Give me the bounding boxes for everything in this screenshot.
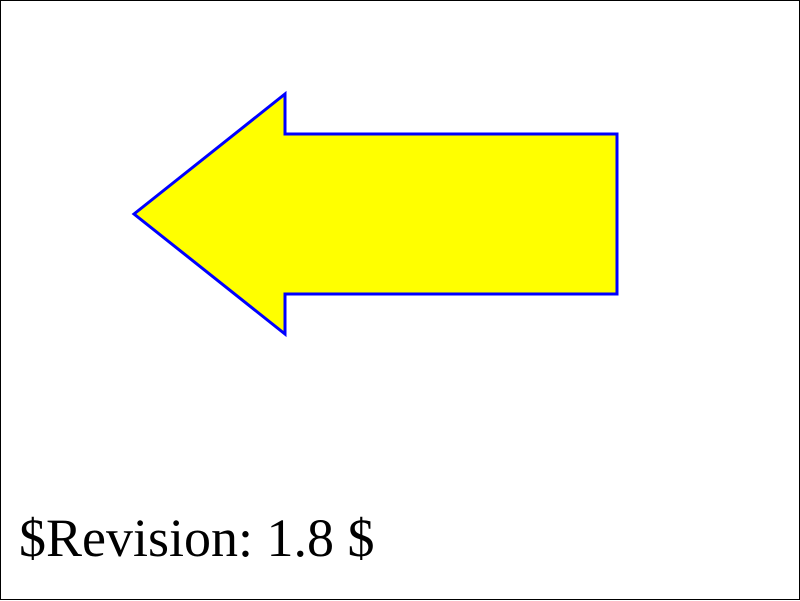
revision-label: $Revision: 1.8 $ xyxy=(19,508,375,568)
left-arrow-shape xyxy=(131,90,619,338)
